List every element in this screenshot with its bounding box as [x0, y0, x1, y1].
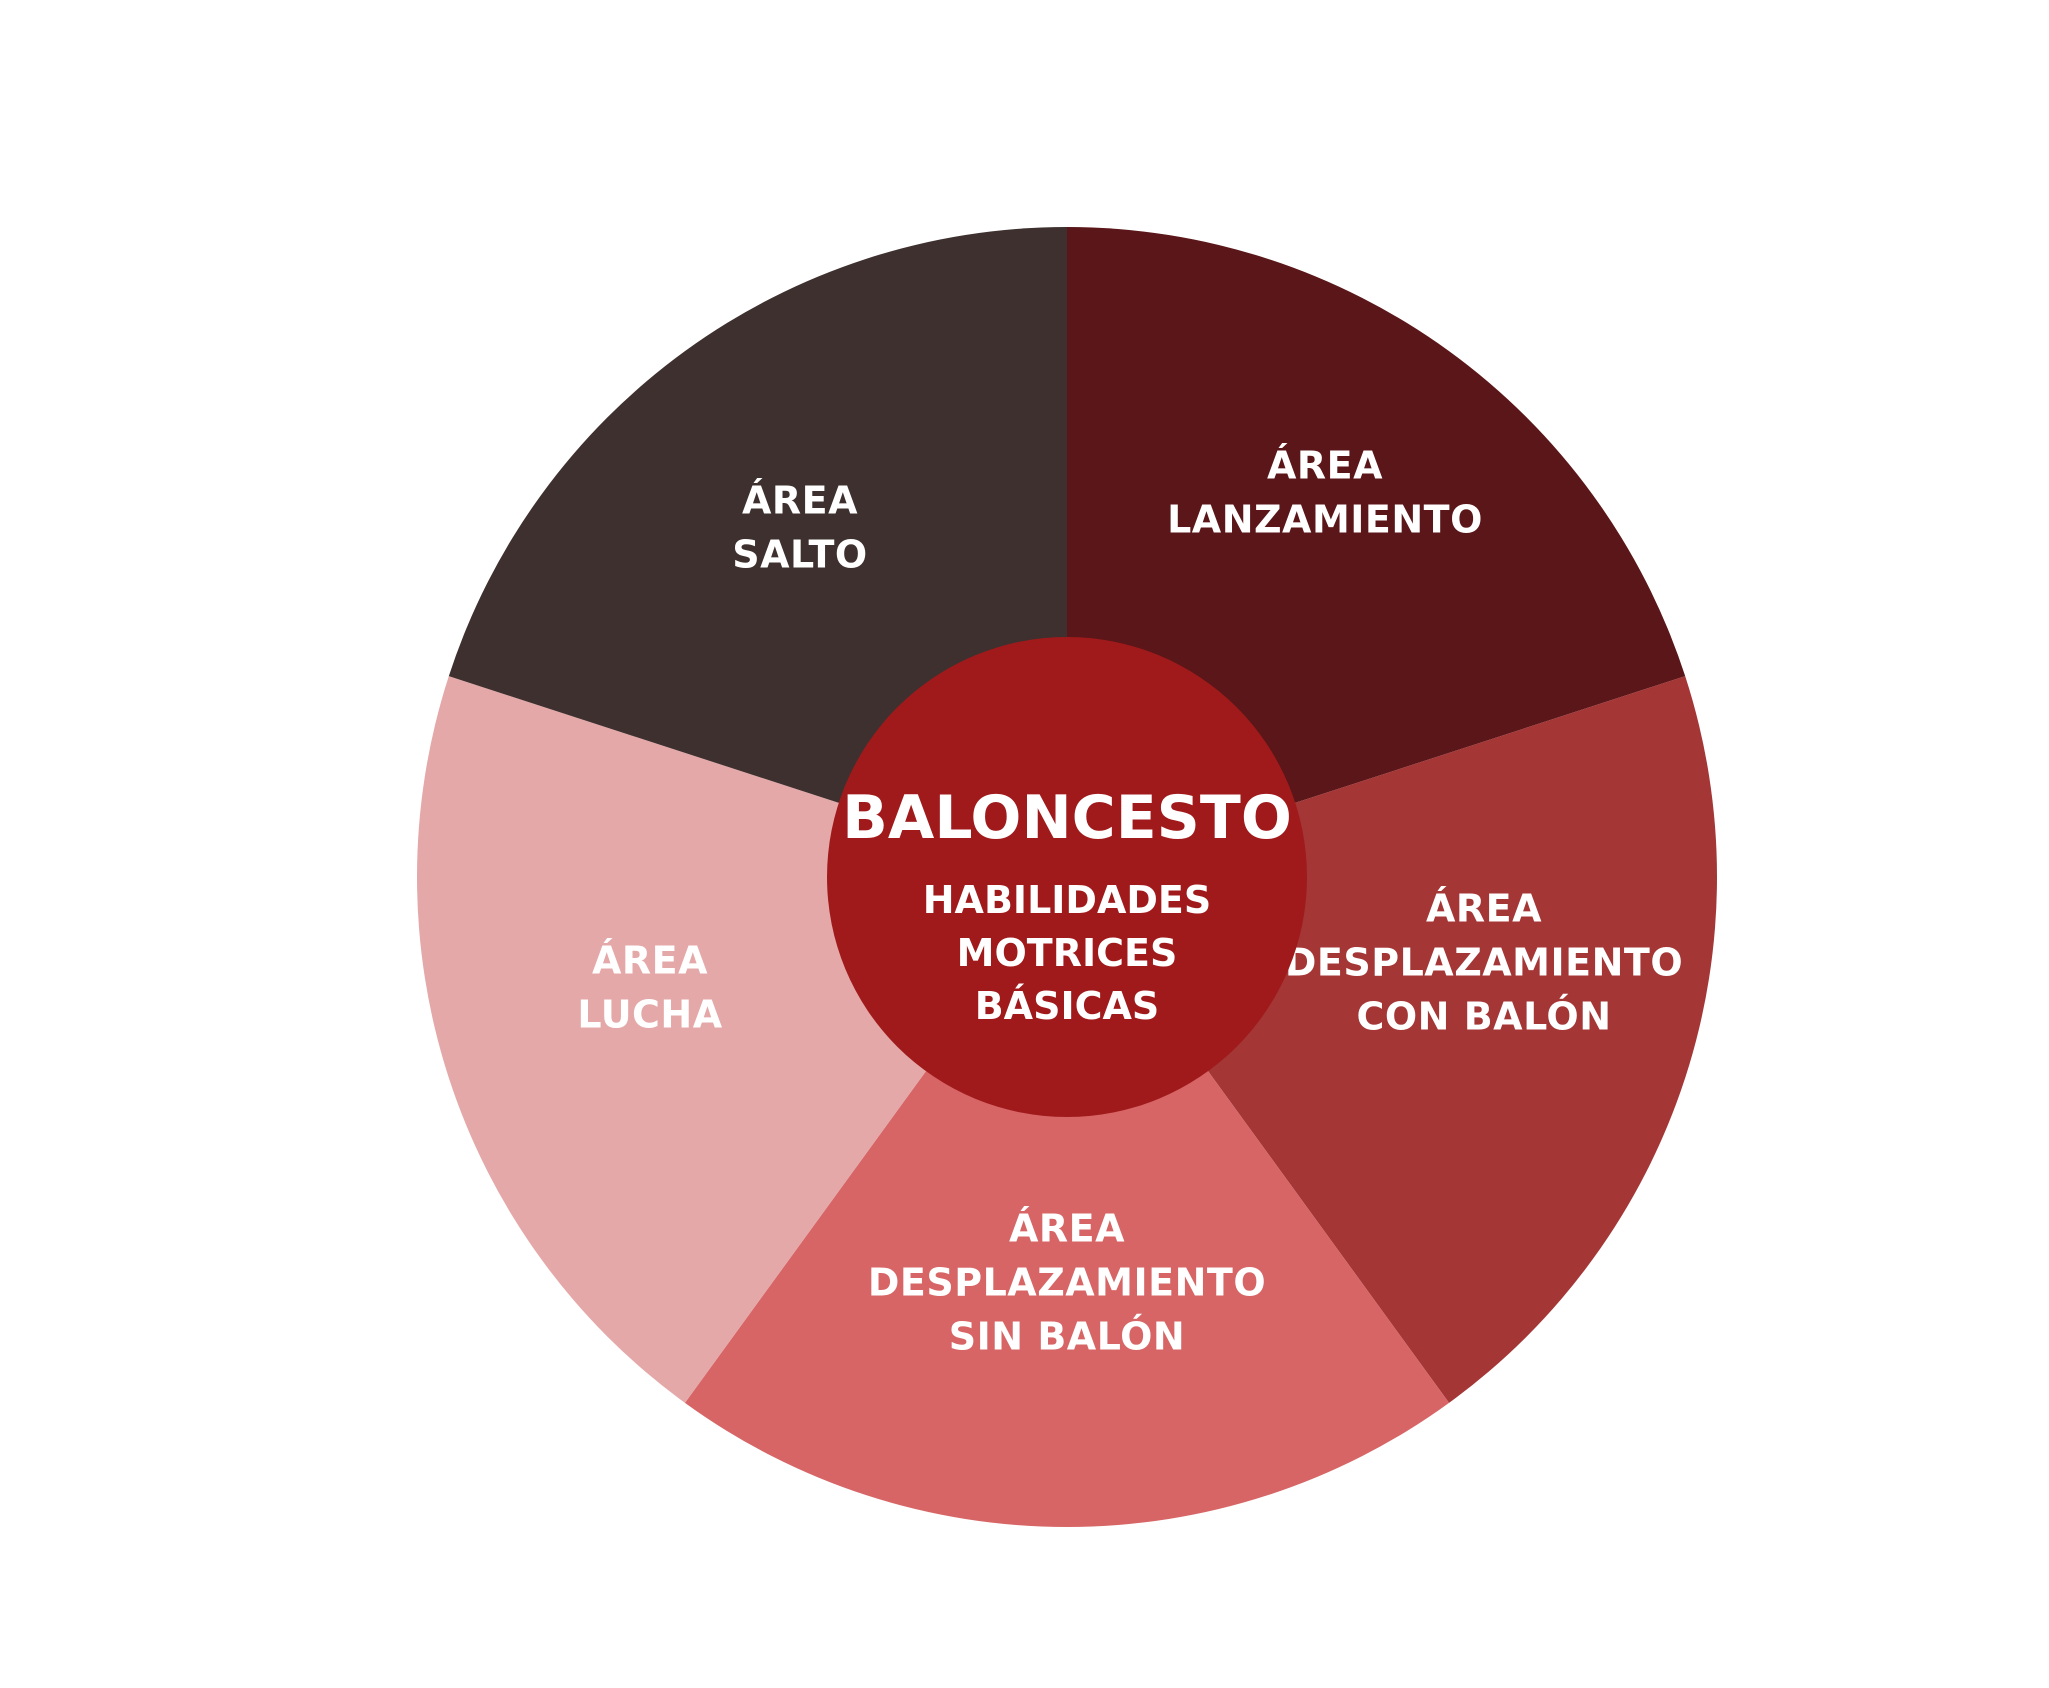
center-subtitle-line-3: BÁSICAS [975, 984, 1160, 1028]
center-subtitle-line-2: MOTRICES [957, 931, 1178, 975]
segment-label-lanzamiento-line-2: LANZAMIENTO [1167, 498, 1483, 542]
center-title: BALONCESTO [842, 783, 1292, 853]
segment-label-desplazamiento-sin-balon-line-3: SIN BALÓN [949, 1315, 1185, 1359]
segment-label-lucha-line-2: LUCHA [577, 993, 722, 1037]
center-subtitle-line-1: HABILIDADES [923, 878, 1212, 922]
segment-label-desplazamiento-con-balon-line-2: DESPLAZAMIENTO [1285, 941, 1683, 985]
segment-label-desplazamiento-sin-balon-line-1: ÁREA [1009, 1207, 1125, 1251]
center-hub: BALONCESTO HABILIDADES MOTRICES BÁSICAS [827, 637, 1307, 1117]
center-circle [827, 637, 1307, 1117]
segment-label-lucha-line-1: ÁREA [592, 939, 708, 983]
labels-layer: ÁREA LANZAMIENTO ÁREA DESPLAZAMIENTO CON BAL… [577, 444, 1683, 1359]
segment-label-desplazamiento-con-balon-line-1: ÁREA [1426, 887, 1542, 931]
segment-label-salto-line-2: SALTO [732, 533, 867, 577]
segment-label-salto-line-1: ÁREA [742, 479, 858, 523]
segment-label-desplazamiento-sin-balon-line-2: DESPLAZAMIENTO [868, 1261, 1266, 1305]
segment-label-desplazamiento-con-balon-line-3: CON BALÓN [1356, 995, 1611, 1039]
segment-label-lanzamiento-line-1: ÁREA [1267, 444, 1383, 488]
segment-desplazamiento-sin-balon [684, 877, 1450, 1527]
